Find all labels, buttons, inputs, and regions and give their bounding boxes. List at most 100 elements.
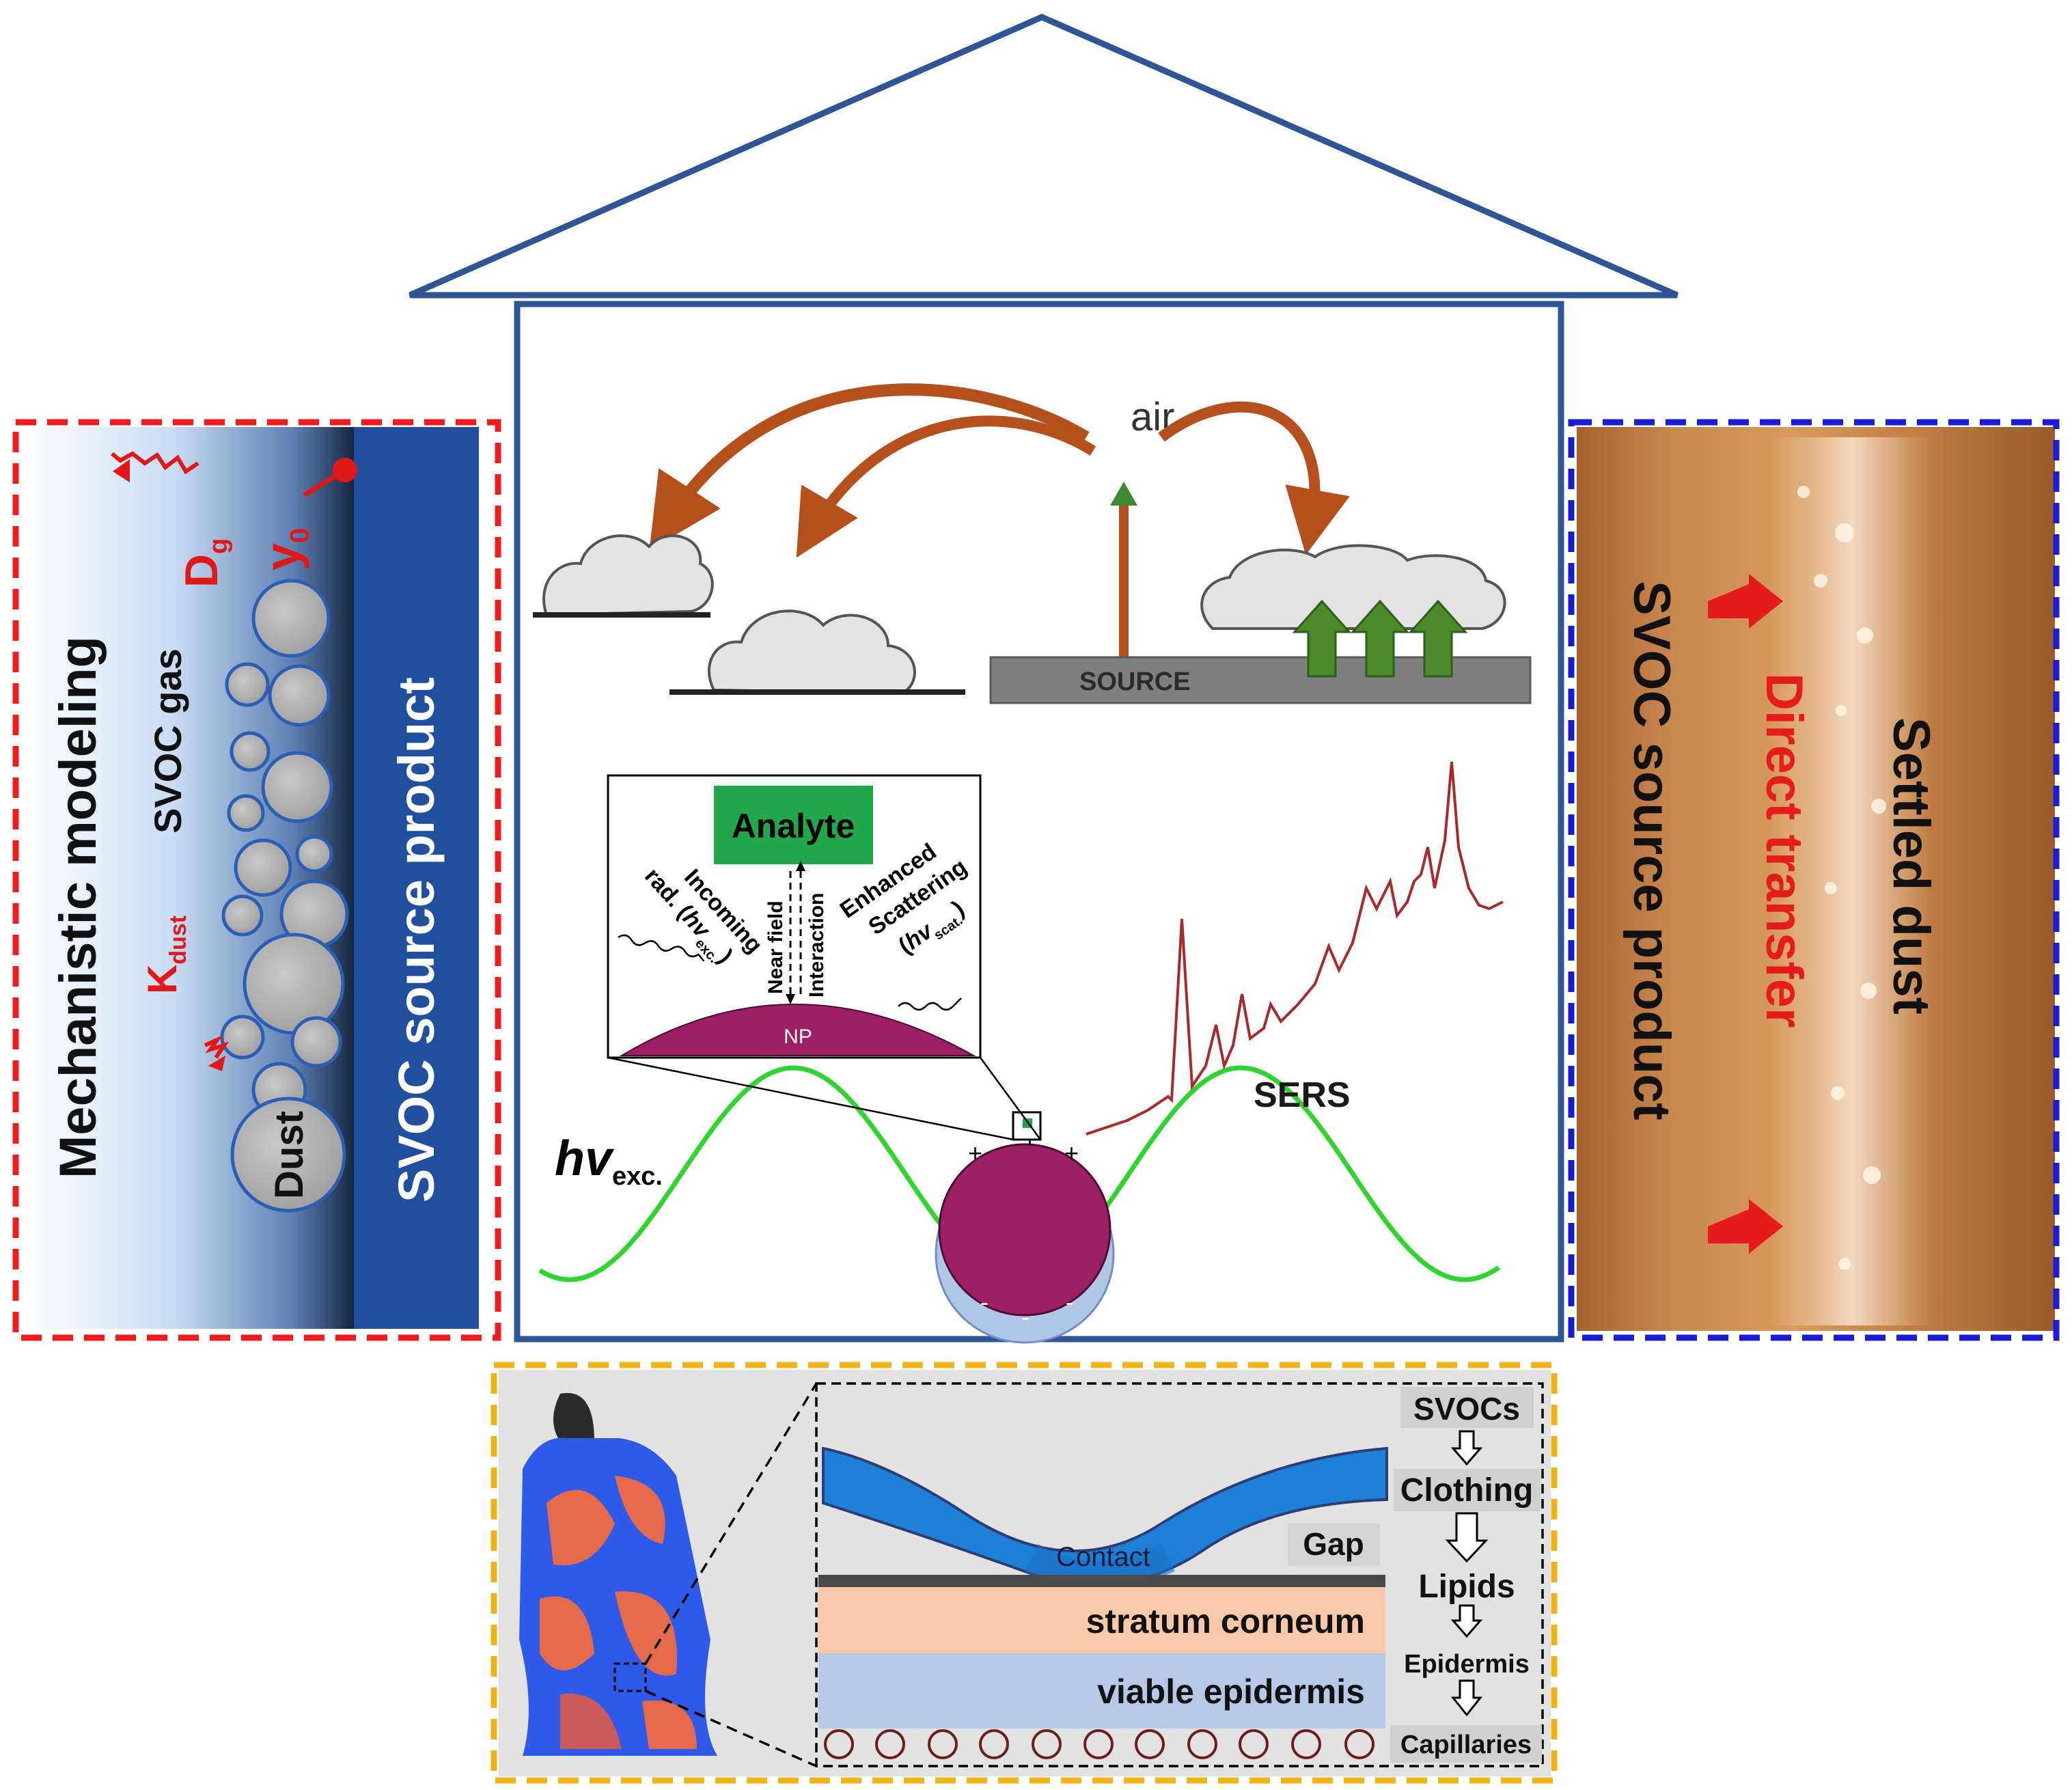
incoming-wave bbox=[618, 934, 705, 962]
dust-bubble bbox=[230, 1097, 346, 1213]
flow-step-capillaries: Capillaries bbox=[1400, 1731, 1532, 1759]
dust-speck bbox=[1836, 705, 1847, 716]
capillary bbox=[1239, 1729, 1269, 1759]
kdust-label: Kdust bbox=[139, 915, 191, 994]
flow-arrow-3-icon bbox=[1450, 1604, 1483, 1638]
scattered-wave bbox=[898, 997, 962, 1011]
emission-arrow-3 bbox=[1408, 599, 1468, 678]
capillary bbox=[1135, 1729, 1165, 1759]
torso-hot-2 bbox=[615, 1476, 665, 1544]
dust-bubbles bbox=[220, 579, 349, 1213]
dust-bubble bbox=[268, 664, 331, 727]
sers-scene: SERS hvexc. + + + - - - Analyte NP bbox=[538, 761, 1504, 1344]
dg-sub: g bbox=[204, 538, 233, 554]
torso-neck bbox=[553, 1392, 594, 1442]
capillary bbox=[1187, 1729, 1217, 1759]
air-arrow-left-near bbox=[796, 415, 1096, 558]
cloud-right bbox=[1200, 544, 1506, 630]
dust-bubble bbox=[230, 731, 271, 772]
viable-epidermis-label: viable epidermis bbox=[1097, 1672, 1365, 1711]
torso-hot-3 bbox=[540, 1596, 594, 1670]
zoom-line-right bbox=[979, 1057, 1042, 1140]
np-plus-3: + bbox=[1064, 1139, 1079, 1167]
kdust-main: K bbox=[139, 965, 185, 994]
dust-speck bbox=[1857, 627, 1873, 644]
torso-hot-1 bbox=[547, 1489, 615, 1566]
y0-label: y0 bbox=[255, 528, 315, 570]
exposure-flow: SVOCs Clothing Lipids Epidermis Capillar… bbox=[1390, 1387, 1542, 1763]
capillary bbox=[824, 1729, 854, 1759]
torso-zoom-line-top bbox=[644, 1383, 818, 1664]
cloud-middle bbox=[707, 609, 916, 696]
capillaries bbox=[824, 1729, 1375, 1759]
dust-bubble bbox=[227, 794, 265, 832]
svoc-source-product-label: SVOC source product bbox=[388, 677, 445, 1202]
kdust-sub: dust bbox=[165, 915, 191, 965]
capillary bbox=[1344, 1729, 1375, 1759]
dust-bubble bbox=[234, 838, 292, 897]
capillary bbox=[1083, 1729, 1114, 1759]
flow-step-epidermis: Epidermis bbox=[1404, 1650, 1530, 1679]
dust-bubble bbox=[220, 1015, 265, 1060]
zoom-line-left bbox=[607, 1056, 1014, 1141]
left-border bbox=[12, 419, 501, 1341]
interaction-label: Interaction bbox=[805, 893, 828, 997]
emission-arrow-1 bbox=[1292, 599, 1352, 678]
dust-speck bbox=[1814, 574, 1827, 588]
house-roof bbox=[409, 14, 1679, 299]
flow-step-svocs: SVOCs bbox=[1413, 1391, 1520, 1427]
dust-speck bbox=[1860, 982, 1877, 999]
gap-label: Gap bbox=[1303, 1526, 1364, 1562]
left-panel: Dust Mechanistic modeling SVOC gas SVOC … bbox=[12, 419, 501, 1341]
hv-exc-label: hvexc. bbox=[555, 1131, 663, 1191]
y0-sub: 0 bbox=[285, 528, 315, 543]
dust-speck bbox=[1838, 1258, 1851, 1270]
emission-arrow-2 bbox=[1350, 599, 1410, 678]
nanoparticle: + + + - - - bbox=[935, 1111, 1115, 1344]
green-emission-arrows bbox=[1292, 599, 1468, 678]
flow-step-clothing: Clothing bbox=[1400, 1472, 1534, 1509]
dust-bubble bbox=[243, 933, 345, 1035]
dust-bubble bbox=[295, 835, 333, 873]
y0-source-dot bbox=[333, 458, 357, 482]
dust-speck bbox=[1825, 882, 1837, 894]
np-core bbox=[938, 1143, 1111, 1317]
capillary bbox=[928, 1729, 958, 1759]
settled-dust-label: Settled dust bbox=[1882, 717, 1940, 1015]
svoc-gas-label: SVOC gas bbox=[146, 648, 189, 834]
np-minus-3: - bbox=[1066, 1288, 1074, 1316]
capillary bbox=[875, 1729, 905, 1759]
kdust-arrow-icon bbox=[204, 1034, 230, 1059]
dust-speck bbox=[1835, 523, 1854, 542]
kdust-arrowhead-icon bbox=[208, 1056, 225, 1071]
torso-hot-6 bbox=[642, 1700, 697, 1749]
dg-main: D bbox=[176, 554, 227, 588]
air-source-scene: air SOURCE bbox=[533, 383, 1532, 704]
dust-speck bbox=[1871, 799, 1886, 814]
lipid-layer bbox=[818, 1575, 1385, 1587]
near-field-label: Near field bbox=[764, 900, 787, 994]
capillary bbox=[979, 1729, 1009, 1759]
dust-bubble bbox=[221, 894, 264, 937]
right-border bbox=[1568, 419, 2060, 1341]
right-panel: Settled dust Direct transfer SVOC source… bbox=[1568, 419, 2060, 1341]
y0-main: y bbox=[255, 543, 310, 570]
dust-speck bbox=[1797, 486, 1810, 498]
viable-epidermis-layer bbox=[818, 1653, 1385, 1729]
analyte-label: Analyte bbox=[732, 807, 855, 845]
near-field-arrowhead bbox=[786, 994, 795, 1004]
dust-label: Dust bbox=[267, 1111, 312, 1199]
dust-bubble bbox=[290, 1016, 342, 1068]
np-minus-1: - bbox=[980, 1288, 989, 1316]
torso-zoom-line-bottom bbox=[645, 1690, 817, 1767]
np-minus-2: - bbox=[1021, 1303, 1030, 1331]
inset-box: Analyte NP Near field Interaction Incomi… bbox=[607, 774, 982, 1059]
direct-transfer-label: Direct transfer bbox=[1755, 673, 1813, 1028]
mechanistic-modeling-label: Mechanistic modeling bbox=[49, 636, 107, 1179]
flow-arrow-2-icon bbox=[1445, 1512, 1489, 1563]
hv-sub: exc. bbox=[612, 1162, 663, 1191]
capillary bbox=[1032, 1729, 1062, 1759]
air-arrow-left-far bbox=[649, 383, 1090, 551]
source-product-bar bbox=[354, 427, 479, 1329]
